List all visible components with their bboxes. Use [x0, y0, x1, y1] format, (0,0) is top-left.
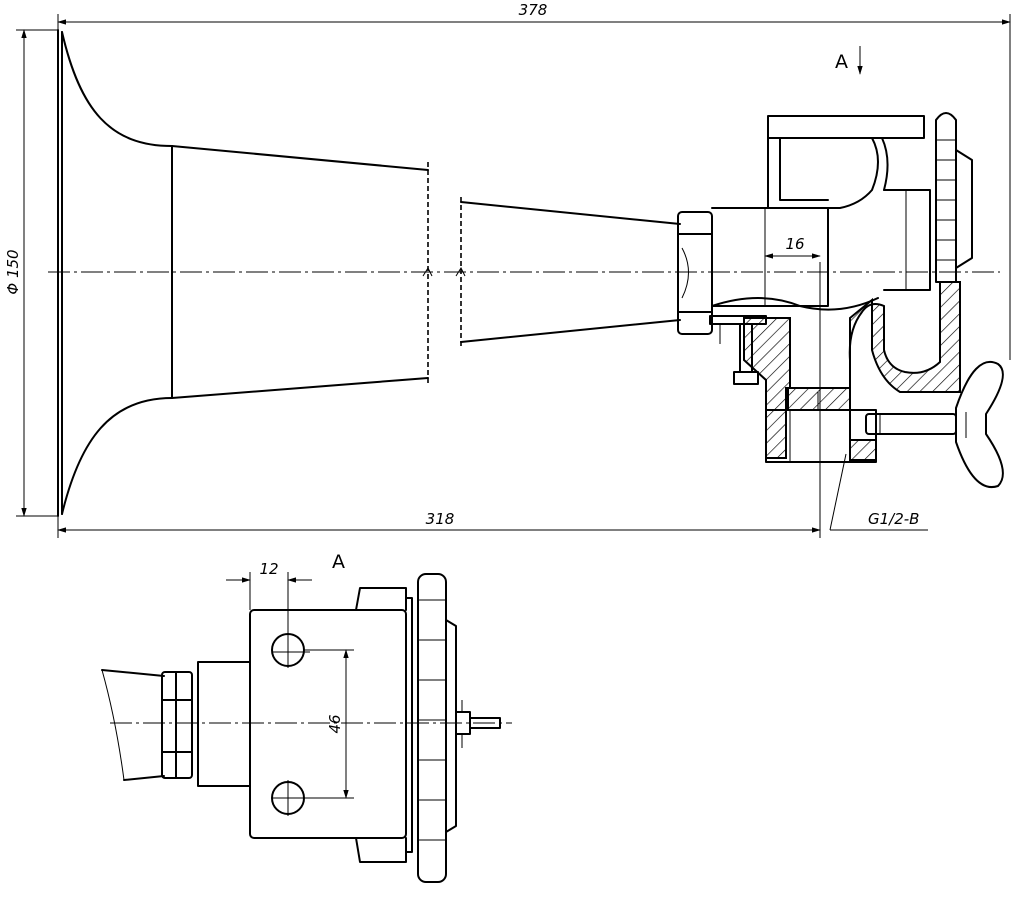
- thread-callout: G1/2-B: [829, 453, 928, 531]
- dim-hole-spacing-text: 46: [326, 714, 344, 733]
- view-a-bolt: [455, 700, 501, 748]
- view-a-hole-top: [271, 633, 310, 668]
- dim-hole-offset: 12: [226, 560, 312, 634]
- view-a: A: [101, 551, 512, 883]
- view-a-hex-nut: [161, 671, 193, 779]
- valve-body: [711, 115, 931, 311]
- dim-hole-spacing: 46: [304, 649, 354, 799]
- horn-bell: [57, 29, 173, 517]
- dim-offset: 16: [764, 235, 821, 259]
- section-hatch: [743, 281, 961, 463]
- dim-overall-length: 378: [57, 1, 1011, 30]
- section-arrow-label: A: [835, 51, 848, 73]
- dim-horn-length: 318: [57, 262, 821, 538]
- hex-nut: [677, 211, 713, 335]
- knurled-wheel: [935, 112, 973, 283]
- main-view: 378 Φ 150 318 16 G1/2-B: [4, 1, 1011, 538]
- dim-hole-offset-text: 12: [259, 560, 278, 578]
- wing-nut: [865, 361, 1004, 489]
- horn-cone-left: [171, 145, 433, 399]
- thread-callout-text: G1/2-B: [868, 510, 919, 528]
- horn-cone-right: [455, 197, 681, 348]
- view-a-neck: [197, 661, 251, 787]
- view-a-title: A: [332, 551, 345, 573]
- dim-bell-diameter-text: Φ 150: [4, 249, 22, 294]
- dim-horn-length-text: 318: [426, 510, 455, 528]
- view-a-horn-stub: [101, 669, 165, 781]
- dim-offset-text: 16: [785, 235, 804, 253]
- view-a-knurled-wheel: [405, 573, 457, 883]
- dim-overall-length-text: 378: [519, 1, 548, 19]
- dim-bell-diameter: Φ 150: [4, 29, 58, 517]
- set-screw: [709, 315, 767, 385]
- section-arrow: A: [835, 46, 863, 75]
